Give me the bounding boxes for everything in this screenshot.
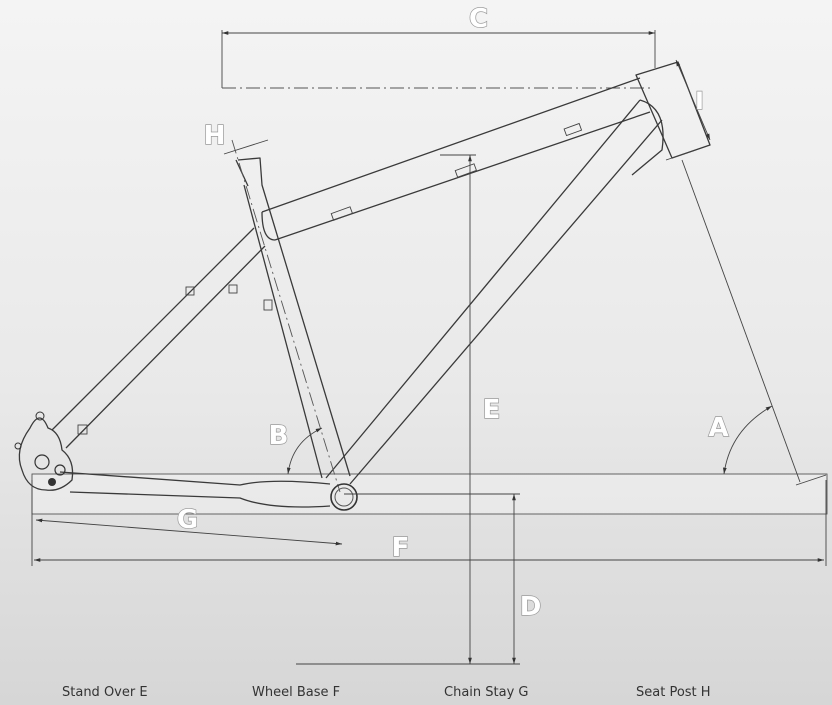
dimension-e: [440, 154, 476, 664]
label-b: B: [269, 421, 290, 451]
label-h: H: [204, 121, 227, 151]
label-d: D: [520, 592, 543, 622]
seat-stay: [51, 227, 266, 449]
head-tube: [635, 59, 711, 161]
label-a: A: [708, 413, 729, 443]
rear-dropout: [14, 411, 74, 491]
caption-row: Stand Over E Wheel Base F Chain Stay G S…: [0, 683, 832, 705]
label-g: G: [177, 505, 199, 535]
label-c: C: [469, 4, 489, 34]
caption-wheel-base: Wheel Base F: [252, 685, 341, 700]
caption-stand-over: Stand Over E: [62, 685, 148, 700]
dimension-f: [31, 480, 827, 566]
dimension-d: [296, 493, 520, 665]
seat-tube: [223, 139, 351, 493]
caption-chain-stay: Chain Stay G: [444, 685, 529, 700]
label-i: I: [695, 87, 705, 115]
chain-stay: [59, 471, 331, 508]
down-tube: [325, 99, 664, 485]
label-e: E: [483, 395, 502, 425]
dimension-b: [286, 427, 323, 475]
caption-seat-post: Seat Post H: [636, 685, 711, 700]
label-f: F: [392, 533, 411, 563]
top-tube: [261, 77, 651, 241]
dimension-c: [221, 30, 656, 89]
dimension-a: [681, 159, 827, 486]
dimension-g: [35, 518, 343, 546]
bottom-bracket: [330, 483, 358, 511]
